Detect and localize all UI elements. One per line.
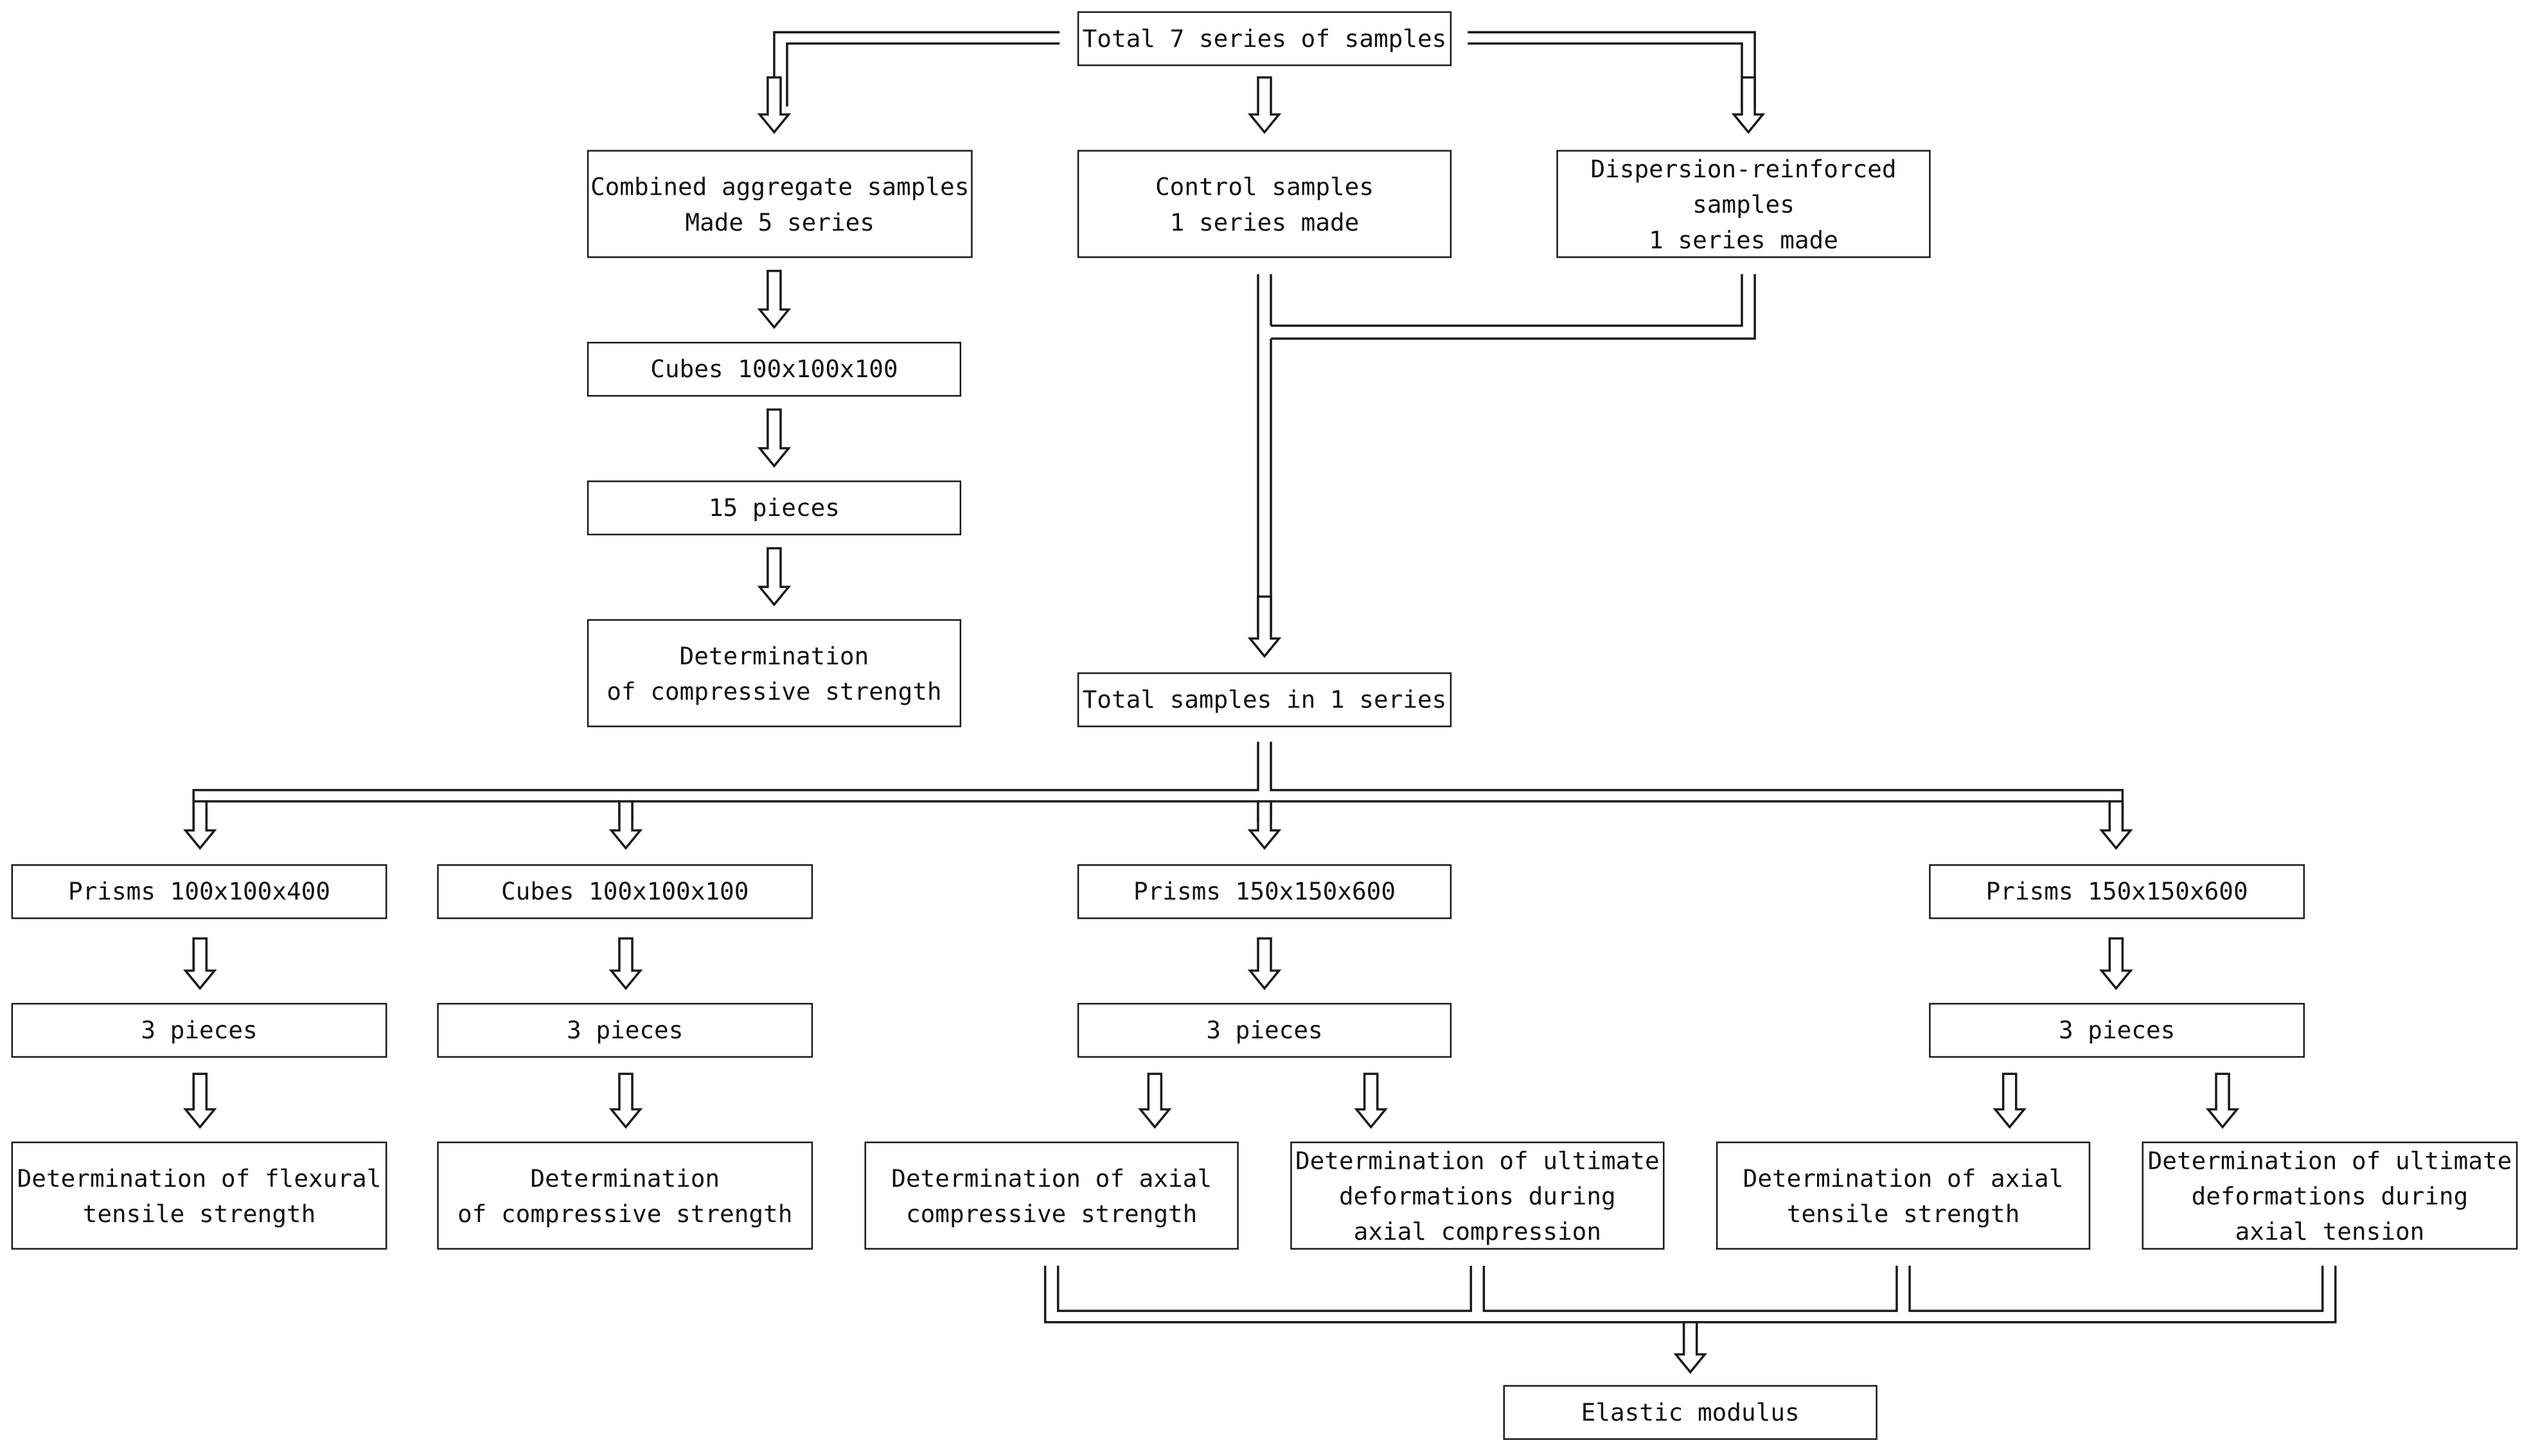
node-total-series: Total 7 series of samples (1077, 11, 1452, 66)
down-arrow-icon (2099, 800, 2133, 850)
down-arrow-icon (608, 800, 643, 850)
connector-collector-inner (1056, 1265, 2324, 1312)
node-col1-pieces: 3 pieces (11, 1002, 387, 1058)
node-col4-pieces: 3 pieces (1929, 1002, 2305, 1058)
connector-root-to-combined (773, 31, 1060, 107)
node-col3-pieces: 3 pieces (1077, 1002, 1452, 1058)
node-combined-cubes: Cubes 100x100x100 (587, 341, 962, 397)
down-arrow-icon (182, 1072, 217, 1129)
node-col1-prisms: Prisms 100x100x400 (11, 864, 387, 919)
down-arrow-icon (1138, 1072, 1172, 1129)
down-arrow-icon (1673, 1320, 1707, 1374)
down-arrow-icon (1247, 800, 1282, 850)
down-arrow-icon (2099, 937, 2133, 991)
node-col3-ultimate-deformations: Determination of ultimate deformations d… (1290, 1141, 1665, 1250)
node-combined-pieces: 15 pieces (587, 480, 962, 536)
down-arrow-icon (1247, 76, 1282, 134)
down-arrow-icon (757, 76, 792, 134)
node-col4-prisms: Prisms 150x150x600 (1929, 864, 2305, 919)
down-arrow-icon (182, 937, 217, 991)
node-col2-determination: Determination of compressive strength (437, 1141, 813, 1250)
node-col3-prisms: Prisms 150x150x600 (1077, 864, 1452, 919)
connector-bus-bottom (205, 800, 2111, 822)
connector-bus-top (192, 741, 2124, 822)
down-arrow-icon (1354, 1072, 1388, 1129)
node-total-one-series: Total samples in 1 series (1077, 672, 1452, 727)
node-col4-ultimate-deformations: Determination of ultimate deformations d… (2142, 1141, 2518, 1250)
node-control-samples: Control samples 1 series made (1077, 150, 1452, 258)
node-combined-determination: Determination of compressive strength (587, 619, 962, 727)
connector-root-to-dispersion (1468, 31, 1756, 107)
down-arrow-icon (1731, 76, 1766, 134)
down-arrow-icon (608, 1072, 643, 1129)
down-arrow-icon (757, 408, 792, 468)
down-arrow-icon (1992, 1072, 2027, 1129)
node-col3-axial-compressive: Determination of axial compressive stren… (864, 1141, 1239, 1250)
node-combined-aggregate: Combined aggregate samples Made 5 series (587, 150, 973, 258)
down-arrow-icon (608, 937, 643, 991)
down-arrow-icon (757, 269, 792, 330)
down-arrow-icon (1247, 937, 1282, 991)
down-arrow-icon (2205, 1072, 2240, 1129)
node-col2-cubes: Cubes 100x100x100 (437, 864, 813, 919)
node-col4-axial-tensile: Determination of axial tensile strength (1716, 1141, 2091, 1250)
down-arrow-icon (182, 800, 217, 850)
node-elastic-modulus: Elastic modulus (1503, 1385, 1877, 1440)
node-col1-determination: Determination of flexural tensile streng… (11, 1141, 387, 1250)
node-col2-pieces: 3 pieces (437, 1002, 813, 1058)
connector-merge-to-total (1257, 274, 1756, 632)
node-dispersion-reinforced: Dispersion-reinforced samples 1 series m… (1556, 150, 1931, 258)
down-arrow-icon (1247, 595, 1282, 659)
down-arrow-icon (757, 547, 792, 607)
